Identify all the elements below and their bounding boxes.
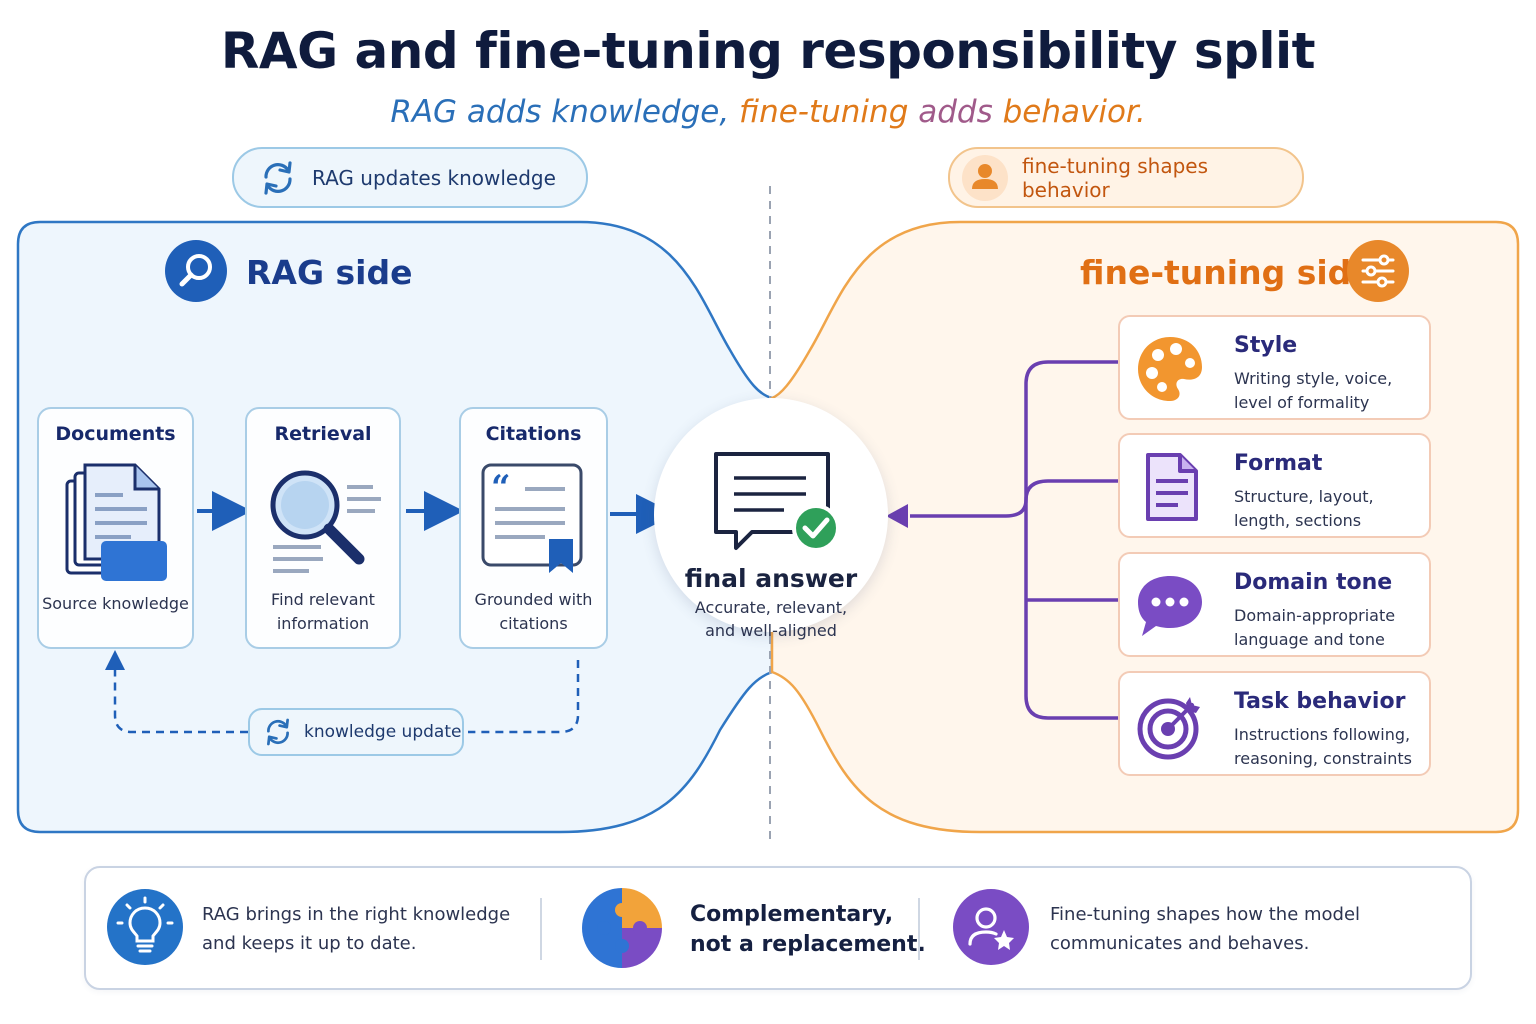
- ft-card-style: Style Writing style, voice, level of for…: [1118, 315, 1431, 420]
- ft-style-line-1: Writing style, voice,: [1234, 369, 1393, 388]
- page-title: RAG and fine-tuning responsibility split: [220, 22, 1316, 80]
- chat-bubble-icon: [1138, 576, 1202, 636]
- ft-style-line-2: level of formality: [1234, 393, 1370, 412]
- puzzle-icon: [582, 888, 662, 968]
- sliders-icon: [1347, 240, 1409, 302]
- subtitle-behavior: behavior.: [1002, 94, 1146, 130]
- subtitle-adds: adds: [918, 94, 993, 130]
- ft-style-name: Style: [1234, 333, 1298, 358]
- ft-shapes-pill: fine-tuning shapes behavior: [948, 147, 1304, 208]
- documents-card: Documents Source knowledge: [37, 407, 194, 649]
- rag-updates-label: RAG updates knowledge: [312, 165, 556, 190]
- citations-card: Citations “ Grounded with citations: [459, 407, 608, 649]
- citations-caption-1: Grounded with: [474, 590, 593, 609]
- summary-ft-line-1: Fine-tuning shapes how the model: [1050, 904, 1361, 925]
- ft-domain-tone-line-1: Domain-appropriate: [1234, 606, 1396, 625]
- magnifier-icon: [270, 470, 381, 573]
- final-answer-line-1: Accurate, relevant,: [694, 598, 848, 617]
- ft-shapes-label: fine-tuning shapes behavior: [1021, 153, 1209, 202]
- answer-chat-icon: [714, 452, 840, 552]
- retrieval-card: Retrieval Find relevant information: [245, 407, 401, 649]
- ft-task-behavior-line-1: Instructions following,: [1234, 725, 1411, 744]
- knowledge-update-label: knowledge update: [304, 722, 462, 742]
- summary-divider-left: [540, 898, 542, 960]
- ft-format-name: Format: [1234, 451, 1323, 476]
- subtitle-ft: fine-tuning: [739, 94, 909, 130]
- person-icon: [961, 154, 1008, 201]
- summary-ft-text: Fine-tuning shapes how the model communi…: [1050, 900, 1360, 958]
- arrow-ft-answer: [886, 504, 908, 528]
- ft-format-desc: Structure, layout, length, sections: [1234, 485, 1430, 533]
- summary-complementary: Complementary, not a replacement.: [690, 900, 926, 960]
- refresh-icon: [264, 160, 292, 195]
- ft-task-behavior-desc: Instructions following, reasoning, const…: [1234, 723, 1430, 771]
- lightbulb-icon: [107, 889, 183, 965]
- ft-domain-tone-desc: Domain-appropriate language and tone: [1234, 604, 1430, 652]
- final-answer-subtitle: Accurate, relevant, and well-aligned: [654, 596, 888, 642]
- document-icon: [1146, 453, 1198, 521]
- ft-format-line-1: Structure, layout,: [1234, 487, 1374, 506]
- refresh-small-icon: [267, 718, 289, 746]
- documents-title: Documents: [55, 423, 176, 445]
- final-answer-title: final answer: [684, 564, 858, 593]
- search-icon: [165, 240, 227, 302]
- ft-task-behavior-name: Task behavior: [1234, 689, 1406, 714]
- retrieval-caption-1: Find relevant: [271, 590, 375, 609]
- rag-updates-pill: RAG updates knowledge: [232, 147, 588, 208]
- retrieval-title: Retrieval: [274, 423, 372, 445]
- ft-card-domain-tone: Domain tone Domain-appropriate language …: [1118, 552, 1431, 657]
- ft-domain-tone-name: Domain tone: [1234, 570, 1393, 595]
- target-icon: [1137, 697, 1200, 760]
- ft-card-task-behavior: Task behavior Instructions following, re…: [1118, 671, 1431, 776]
- citations-title: Citations: [485, 423, 582, 445]
- summary-rag-text: RAG brings in the right knowledge and ke…: [202, 900, 510, 958]
- ft-domain-tone-line-2: language and tone: [1234, 630, 1385, 649]
- citations-caption-2: citations: [499, 614, 568, 633]
- summary-rag-line-1: RAG brings in the right knowledge: [202, 904, 511, 925]
- ft-side-title: fine-tuning side: [1080, 253, 1374, 292]
- ft-connector-tree: [910, 360, 1118, 720]
- summary-divider-right: [918, 898, 920, 960]
- page-subtitle: RAG adds knowledge, fine-tuning adds beh…: [0, 94, 1536, 130]
- update-loop-left: [105, 650, 248, 734]
- retrieval-caption-2: information: [276, 614, 370, 633]
- svg-text:“: “: [491, 468, 511, 508]
- citation-doc-icon: “: [481, 463, 583, 573]
- ft-style-desc: Writing style, voice, level of formality: [1234, 367, 1430, 415]
- ft-format-line-2: length, sections: [1234, 511, 1362, 530]
- user-star-icon: [953, 889, 1029, 965]
- final-answer-node: final answer Accurate, relevant, and wel…: [654, 398, 888, 640]
- final-answer-line-2: and well-aligned: [705, 621, 837, 640]
- knowledge-update-pill: knowledge update: [248, 708, 464, 756]
- summary-rag-line-2: and keeps it up to date.: [202, 933, 417, 954]
- palette-icon: [1138, 337, 1202, 401]
- subtitle-rag: RAG adds knowledge,: [390, 94, 730, 130]
- ft-card-format: Format Structure, layout, length, sectio…: [1118, 433, 1431, 538]
- summary-mid-line-2: not a replacement.: [690, 932, 926, 957]
- summary-ft-line-2: communicates and behaves.: [1050, 933, 1310, 954]
- ft-task-behavior-line-2: reasoning, constraints: [1234, 749, 1412, 768]
- summary-bar: RAG brings in the right knowledge and ke…: [84, 866, 1472, 990]
- documents-caption: Source knowledge: [42, 594, 189, 613]
- summary-mid-line-1: Complementary,: [690, 902, 894, 927]
- rag-side-title: RAG side: [246, 253, 413, 292]
- documents-icon: [65, 463, 167, 581]
